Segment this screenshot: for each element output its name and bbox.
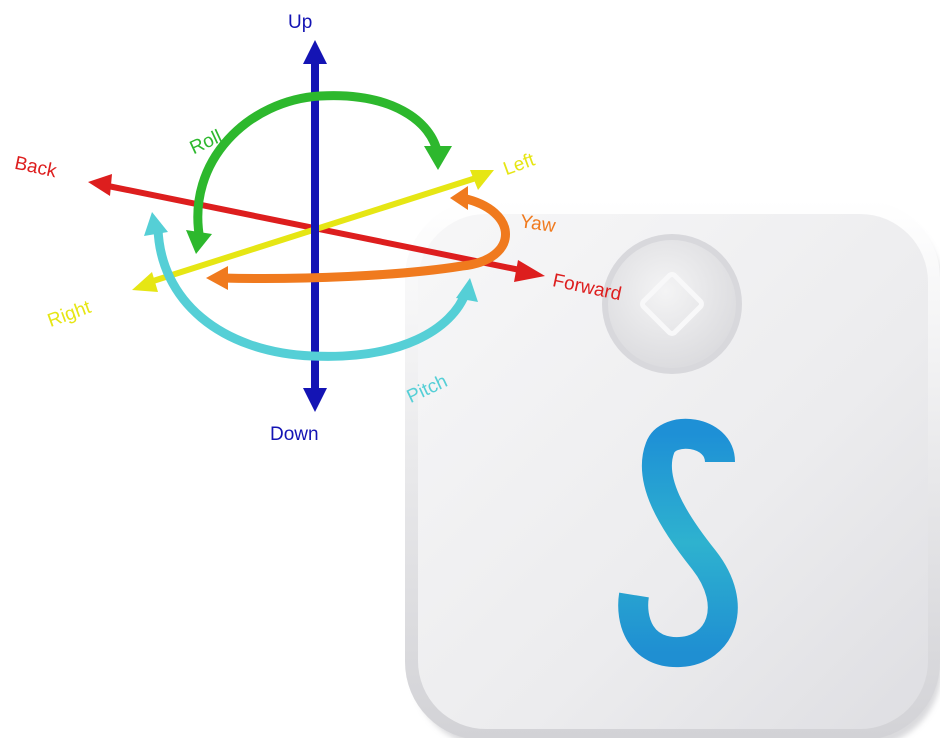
left-label: Left xyxy=(501,149,539,180)
sensor-device xyxy=(405,200,940,738)
device-button xyxy=(602,234,742,374)
up-label: Up xyxy=(288,12,312,33)
back-label: Back xyxy=(13,153,59,182)
right-label: Right xyxy=(45,297,95,332)
logo-letter: S xyxy=(0,0,1,1)
down-label: Down xyxy=(270,424,319,445)
